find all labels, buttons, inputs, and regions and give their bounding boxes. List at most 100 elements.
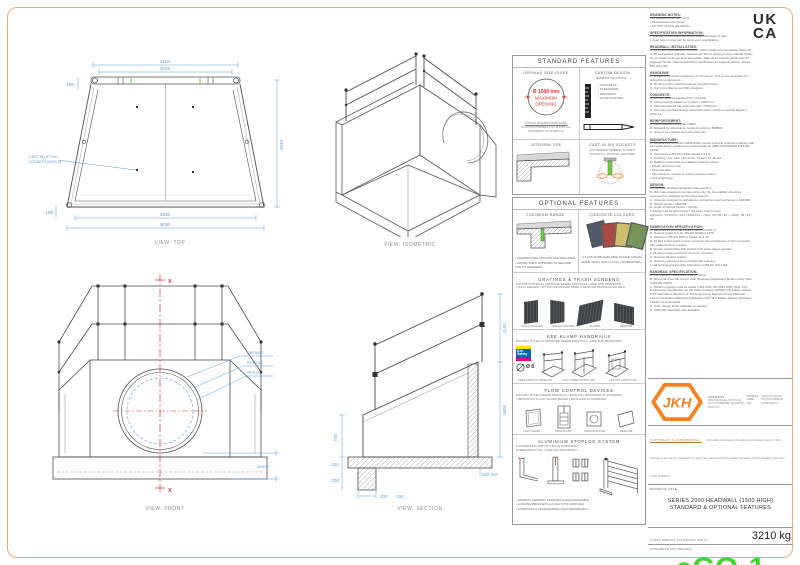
svg-text:JKH: JKH [663,396,692,412]
stoplog-section: ALUMINIUM STOPLOG SYSTEM CHANNELS FACTOR… [513,434,645,512]
kee-safety-logo: Kee Safety [516,345,531,361]
svg-text:150: 150 [396,494,404,499]
standard-features-panel: STANDARD FEATURES OPENING SIZE GUIDE Ø 1… [512,55,646,195]
drawing-title-line2: STANDARD & OPTIONAL FEATURES [669,505,772,512]
opening-circle-diagram: Ø 1500 mm MAXIMUM OPENING [525,78,567,116]
svg-text:INVERT: INVERT [257,465,271,469]
ukca-mark: UK CA [753,11,778,42]
svg-text:OPENING: OPENING [247,351,264,355]
ruler-icon [585,83,591,118]
notes-concrete: CONCRETE: A. Mix ref: Self-compacting DC… [650,93,748,117]
svg-text:2194: 2194 [160,59,171,64]
optional-features-panel: OPTIONAL FEATURES TOE/BEAM RANGE • VARIO… [512,197,649,525]
copyright-row: COPYRIGHT & CONFIDENTIAL: Information co… [648,426,793,485]
svg-text:OPENING: OPENING [535,102,557,107]
grating-shapes [516,292,642,327]
svg-text:MAXIMUM: MAXIMUM [535,96,557,101]
drawing-title-line1: SERIES 2000 HEADWALL (1500 HIGH) [667,498,774,504]
flap-valve-sketch [525,408,541,428]
toe-beam-range: TOE/BEAM RANGE • VARIOUS SIZE OPTIONS AR… [513,210,579,273]
svg-text:2025: 2025 [160,66,171,71]
ukca-line2: CA [753,24,778,42]
stoplog-clips-sketch [572,458,588,482]
company-contact: WIGTOFT ROAD SUTTON BRIDGE 01406 350217 [761,394,783,405]
standard-features-title: STANDARD FEATURES [513,56,645,68]
svg-text:105: 105 [45,210,53,215]
bespoke-device-sketch [617,410,634,428]
notes-design: DESIGN: A. Concrete structure designed t… [650,183,752,222]
notes-drawing-notes: DRAWING NOTES: • All dimensions in mm U.… [650,13,691,28]
cast-in-sockets: CAST-IN SIS SOCKETS ACCURATE ALIGNMENT T… [580,140,645,194]
stoplog-assembly-sketch [600,457,639,496]
jkh-logo: JKH [651,382,703,422]
total-weight-value: 3210 kg [751,530,791,542]
penstock-sketch [557,405,570,429]
view-front-drawing: X X OPENING PIPE O/D PIPE I/D INVERT [52,274,279,494]
concrete-colours: CONCRETE COLOURS • 14 COLOURS AVAILABLE … [579,210,649,273]
custom-design: CUSTOM DESIGN BESPOKE SOLUTIONS... [580,68,645,140]
svg-text:SOCKETS (M20) x4: SOCKETS (M20) x4 [29,160,61,164]
svg-text:X: X [168,488,172,494]
optional-features-title: OPTIONAL FEATURES [513,198,645,210]
svg-text:1910: 1910 [279,139,284,150]
notes-reinforcement: REINFORCEMENT: A. Reinforcement to BS EN… [650,119,724,135]
view-front-label: VIEW: FRONT [145,506,185,512]
notes-manufacture: MANUFACTURE: A. Manufacture to BS EN 132… [650,137,754,180]
svg-text:1600: 1600 [502,404,507,415]
svg-text:X: X [168,279,172,285]
view-section-drawing: 1130 1600 150 min 700 150 300 100 150 [331,292,507,499]
svg-text:PIPE O/D: PIPE O/D [247,361,263,365]
svg-text:100: 100 [380,494,388,499]
notes-specification: SPECIFICATION INFORMATION: • Opening in … [650,31,728,43]
svg-text:700: 700 [333,434,338,442]
view-isometric-drawing [335,52,497,237]
notes-installation: HEADWALL INSTALLATION: Units should be b… [650,45,753,69]
integral-toe-diagram [516,151,570,182]
custom-design-options: • CONCRETE• STEELWORK• OPENINGS• FLOW CO… [598,82,625,101]
svg-text:2830: 2830 [160,212,171,217]
company-row: JKH ADDRESS: JKH DRAINAGE UNITS LTD SUTT… [648,379,793,426]
orifice-plate-sketch [586,411,601,427]
stoplog-channel-sketch [517,456,538,482]
gratings-section: GRATINGS & TRASH SCREENS FACTORY FITTED … [513,273,645,330]
title-block: JKH ADDRESS: JKH DRAINAGE UNITS LTD SUTT… [648,378,793,565]
notes-handrail-spec: HANDRAIL SPECIFICATION: A. Kee Klamp® Ga… [650,269,753,312]
notes-fabrication: FABRICATION SPECIFICATION: A. Manufactur… [650,224,751,267]
svg-text:150 min: 150 min [482,472,499,477]
socket-diagram [596,158,624,185]
company-address: JKH DRAINAGE UNITS LTD SUTTON BRIDGE, SP… [708,398,744,409]
svg-text:1130: 1130 [502,323,507,333]
svg-text:CAST-IN LIFTING: CAST-IN LIFTING [29,155,58,159]
opening-size-guide: OPENING SIZE GUIDE Ø 1500 mm MAXIMUM OPE… [513,68,580,140]
svg-text:150: 150 [331,462,339,467]
view-section-label: VIEW: SECTION [397,506,443,512]
tube-diameter-icon [516,363,525,372]
eco-logo: eCO 1 [650,552,791,565]
ukca-line1: UK [753,11,778,28]
svg-text:160: 160 [66,82,74,87]
handrail-sketch-2 [571,349,597,378]
svg-text:PIPE I/D: PIPE I/D [247,371,261,375]
sheet-border [7,7,793,558]
colour-swatches [585,219,649,253]
notes-handling: HANDLING: A. Weight of concrete is based… [650,71,748,91]
toe-beam-diagram [516,220,572,249]
view-top-drawing: 2194 2025 CAST-IN LIFTING SOCKETS (M20 [29,59,284,231]
handrails-section: KEE KLAMP HANDRAILS FACTORY FITTED AS ST… [513,329,645,383]
flow-control-section: FLOW CONTROL DEVICES FACTORY FITTED WHER… [513,382,645,435]
integral-toe: INTEGRAL TOE [513,139,580,194]
handrail-sketch-3 [605,350,629,378]
view-top-label: VIEW: TOP [154,240,186,246]
svg-text:300: 300 [331,478,339,483]
handrail-sketch-1 [541,351,565,378]
svg-text:3030: 3030 [160,222,171,227]
pencil-icon [583,123,635,130]
svg-text:Ø 1500 mm: Ø 1500 mm [533,89,560,95]
notes-column: DRAWING NOTES: • All dimensions in mm U.… [650,13,754,375]
mix-design-row: CONCRETE MIX DESIGN: eCO 1 CO² EMISSION … [648,545,793,565]
view-isometric-label: VIEW: ISOMETRIC [383,242,437,248]
weight-row: TOTAL WEIGHT (CASTINGS ONLY): 3210 kg [648,528,793,545]
